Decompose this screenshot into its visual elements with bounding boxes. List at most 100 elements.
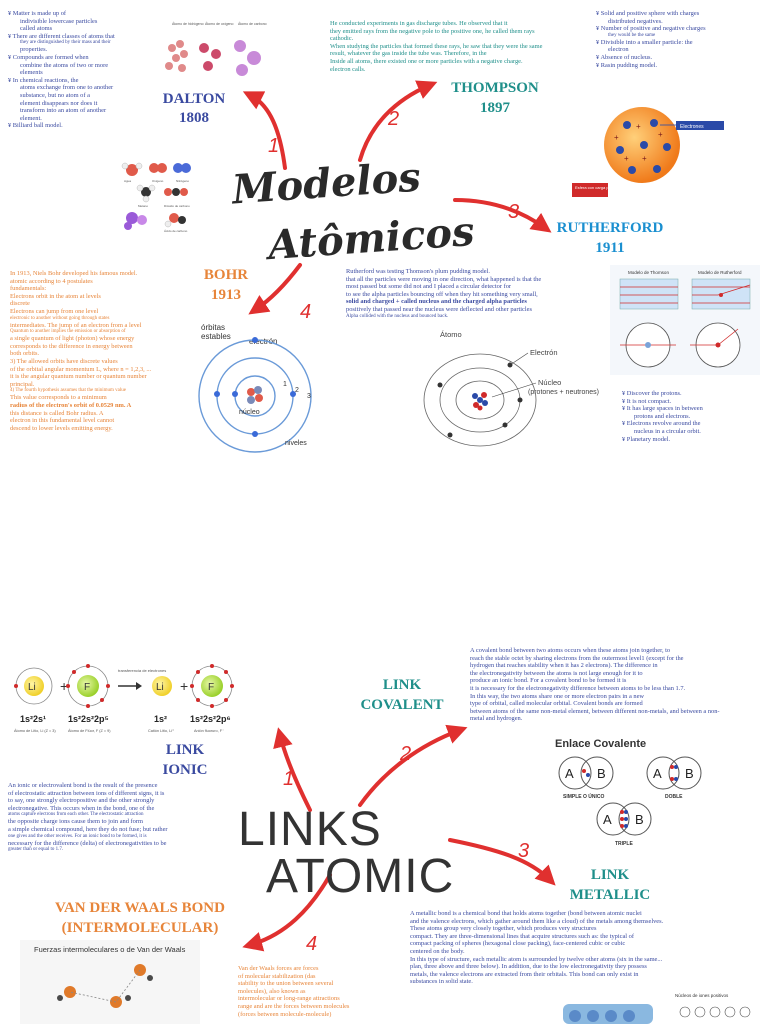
svg-text:Átomo: Átomo: [440, 330, 462, 339]
rutherford-line: Rutherford was testing Thomson's plum pu…: [346, 268, 490, 275]
arrow-1-top: [242, 91, 287, 170]
thompson-text: He conducted experiments in gas discharg…: [330, 20, 575, 73]
svg-text:1: 1: [283, 381, 287, 388]
bohr-line: fundamentals:: [10, 285, 47, 293]
arrow-number-3-top: 3: [508, 201, 519, 223]
rutherford-experiment-image: Modelo de Thomson Modelo de Rutherford: [610, 265, 760, 375]
metallic-line: In this type of structure, each metallic…: [410, 955, 663, 963]
dalton-note: ¥ Matter is made up of: [8, 10, 67, 17]
covalent-line: metal and hydrogen.: [470, 715, 523, 723]
thompson-line: they emitted rays from the negative pole…: [330, 27, 535, 35]
dalton-note: indivisible lowercase particles: [20, 17, 98, 25]
thompson-year: 1897: [480, 100, 510, 116]
vdw-text: Van der Waals forces are forces of molec…: [238, 965, 378, 1018]
dalton-note: properties.: [20, 46, 48, 54]
ionic-bond-diagram: Li + F transferencia de electrones Li + …: [14, 664, 234, 733]
svg-text:Átomo de carbono: Átomo de carbono: [238, 22, 267, 26]
bohr-name: BOHR: [203, 267, 249, 283]
vdw-line: molecules), also known as: [238, 987, 306, 995]
vdw-line: intermolecular or long-range attractions: [238, 995, 340, 1003]
svg-text:órbitas: órbitas: [201, 323, 225, 332]
svg-text:F: F: [84, 682, 90, 693]
svg-text:(protones + neutrones): (protones + neutrones): [528, 389, 599, 396]
dalton-note: element.: [20, 114, 42, 122]
rutherford-text: Rutherford was testing Thomson's plum pu…: [346, 268, 601, 320]
arrow-number-1-top: 1: [268, 135, 279, 157]
svg-text:F: F: [208, 682, 214, 693]
covalent-name-line-2: COVALENT: [360, 697, 444, 713]
covalent-name-line-1: LINK: [382, 677, 422, 693]
svg-text:B: B: [685, 766, 694, 781]
svg-text:Catión Litio, Li⁺: Catión Litio, Li⁺: [148, 729, 174, 733]
thompson-bullet: electron: [608, 46, 629, 54]
covalent-line: reach the stable octet by sharing electr…: [470, 654, 684, 662]
dalton-note: elements: [20, 69, 43, 77]
svg-text:Núcleo: Núcleo: [538, 378, 561, 387]
rutherford-line: most passed but some did not and I place…: [346, 283, 512, 291]
rutherford-atom-image: Átomo Electrón Núcleo (protones + neutro…: [423, 330, 599, 447]
arrow-2-top: [358, 80, 438, 162]
rutherford-bullet: nucleus in a circular orbit.: [634, 427, 701, 435]
bohr-line: electronic to another without going thro…: [10, 315, 110, 321]
ionic-line: of electrostatic attraction between ions…: [8, 789, 165, 797]
bohr-line: electron in this fundamental level canno…: [10, 417, 115, 425]
rutherford-bullet: ¥ Discover the protons.: [622, 390, 682, 397]
metallic-bond-image: Núcleos de iones positivos: [563, 993, 751, 1024]
dalton-molecules-image: Agua Oxígeno Nitrógeno Metano Dióxido de…: [121, 162, 191, 233]
covalent-bond-diagram: Enlace Covalente A B SIMPLE O ÚNICO A B …: [555, 738, 702, 847]
dalton-year: 1808: [179, 110, 209, 126]
arrow-4-top: [248, 263, 302, 315]
svg-text:A: A: [653, 766, 662, 781]
svg-text:A: A: [565, 766, 574, 781]
thompson-line: result, whatever the gas inside the tube…: [330, 50, 487, 58]
ionic-heading: LINK IONIC: [150, 740, 220, 780]
covalent-line: type of orbital, called molecular orbita…: [470, 700, 643, 708]
svg-text:1s²2s²2p⁶: 1s²2s²2p⁶: [190, 714, 231, 724]
ionic-line: necessary for the difference (delta) of …: [8, 839, 167, 847]
arrow-2-bot: [358, 724, 468, 807]
svg-text:+: +: [636, 122, 641, 131]
dalton-note: transform into an atom of another: [20, 107, 107, 115]
svg-text:1s²: 1s²: [154, 714, 167, 724]
bohr-line: this distance is called Bohr radius. A: [10, 409, 104, 417]
covalent-line: between atoms of the same non-metal elem…: [470, 707, 720, 715]
covalent-line: In this way, the two atoms share one or …: [470, 692, 645, 700]
bohr-line: both orbits.: [10, 350, 40, 358]
bohr-heading: BOHR 1913: [188, 265, 264, 305]
arrow-4-bot: [242, 873, 332, 952]
metallic-heading: LINK METALLIC: [560, 865, 660, 905]
bohr-line: principal.: [10, 380, 35, 388]
arrow-3-bot: [448, 838, 556, 886]
bohr-line: corresponds to the difference in energy …: [10, 342, 133, 350]
svg-text:A: A: [603, 812, 612, 827]
svg-text:3: 3: [307, 393, 311, 400]
metallic-line: centered on the body.: [410, 947, 465, 955]
arrow-number-4-bot: 4: [306, 933, 317, 955]
arrow-3-top: [453, 198, 552, 233]
ionic-name-line-1: LINK: [165, 742, 205, 758]
bohr-line: intermediates. The jump of an electron f…: [10, 321, 142, 329]
svg-text:Ácido de carbono: Ácido de carbono: [164, 229, 188, 233]
vdw-line: of molecular stabilization (das: [238, 972, 316, 980]
bohr-line: Electrons can jump from one level: [10, 307, 99, 315]
svg-text:Electrón: Electrón: [530, 348, 558, 357]
svg-text:Átomo de Flúor, F (Z = 9): Átomo de Flúor, F (Z = 9): [68, 729, 111, 733]
ionic-line: electronegative. This occurs when in the…: [8, 804, 155, 812]
metallic-line: substances in solid state.: [410, 978, 473, 986]
ionic-line: to say, one strongly electropositive and…: [8, 797, 155, 805]
dalton-note: ¥ Compounds are formed when: [8, 53, 89, 61]
bohr-line: In 1913, Niels Bohr developed his famous…: [10, 270, 138, 277]
svg-text:Átomo de Litio, Li (Z = 3): Átomo de Litio, Li (Z = 3): [14, 729, 56, 733]
ionic-line: greater than or equal to 1.7.: [8, 847, 64, 853]
thompson-bullet: ¥ Divisible into a smaller particle: the: [596, 38, 693, 46]
svg-text:Fuerzas intermoleculares o de: Fuerzas intermoleculares o de Van der Wa…: [34, 945, 186, 954]
covalent-line: produce an ionic bond. For a covalent bo…: [470, 677, 627, 685]
rutherford-bullet: ¥ It is not compact.: [622, 397, 672, 405]
metallic-text: A metallic bond is a chemical bond that …: [410, 910, 760, 986]
dalton-note: combine the atoms of two or more: [20, 61, 109, 69]
bohr-line: it is the angular quantum number or quan…: [10, 373, 147, 381]
dalton-note: ¥ Billiard ball model.: [8, 122, 63, 130]
svg-text:Átomo de hidrógeno: Átomo de hidrógeno: [172, 22, 204, 26]
metallic-name-line-1: LINK: [590, 867, 630, 883]
bohr-atom-diagram: órbitas estables electrón núcleo niveles…: [198, 323, 312, 453]
